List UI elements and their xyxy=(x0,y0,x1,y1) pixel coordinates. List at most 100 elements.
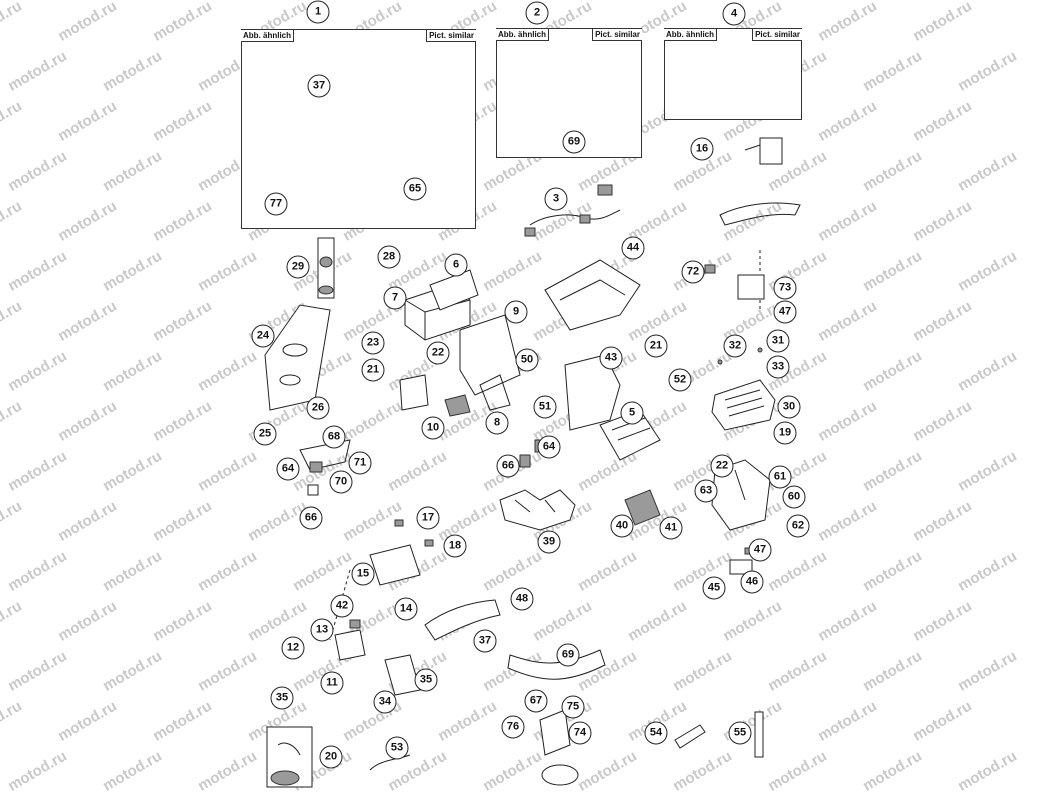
callout: 7 xyxy=(383,286,407,310)
panel-label-right: Pict. similar xyxy=(592,29,642,41)
callout: 10 xyxy=(421,416,445,440)
callout: 43 xyxy=(599,346,623,370)
callout: 69 xyxy=(562,130,586,154)
wheel-speed-bracket-drawing xyxy=(399,374,471,417)
callout: 12 xyxy=(281,636,305,660)
callout: 64 xyxy=(276,457,300,481)
callout: 45 xyxy=(702,576,726,600)
callout: 32 xyxy=(723,334,747,358)
regulator-drawing xyxy=(624,489,661,526)
callout: 66 xyxy=(496,454,520,478)
switch-drawing-15 xyxy=(369,519,434,586)
callout: 44 xyxy=(621,236,645,260)
callout: 52 xyxy=(668,368,692,392)
callout: 18 xyxy=(443,534,467,558)
callout: 64 xyxy=(537,435,561,459)
callout: 9 xyxy=(504,300,528,324)
callout: 51 xyxy=(533,395,557,419)
callout: 63 xyxy=(694,479,718,503)
callout: 28 xyxy=(377,245,401,269)
callout: 39 xyxy=(537,530,561,554)
callout: 74 xyxy=(568,721,592,745)
callout: 4 xyxy=(722,2,746,26)
panel-label-right: Pict. similar xyxy=(752,29,802,41)
callout: 14 xyxy=(394,597,418,621)
callout: 17 xyxy=(416,506,440,530)
callout: 34 xyxy=(373,690,397,714)
callout: 11 xyxy=(320,671,344,695)
callout: 35 xyxy=(414,668,438,692)
callout: 26 xyxy=(306,396,330,420)
callout: 40 xyxy=(610,514,634,538)
callout: 47 xyxy=(773,300,797,324)
callout: 19 xyxy=(773,421,797,445)
callout: 13 xyxy=(310,618,334,642)
callout: 15 xyxy=(351,562,375,586)
callout: 6 xyxy=(444,253,468,277)
lambda-sensor-drawing-54 xyxy=(674,724,706,749)
callout: 66 xyxy=(299,506,323,530)
panel-2: Abb. ähnlich Pict. similar xyxy=(496,28,642,158)
callout: 21 xyxy=(361,358,385,382)
callout: 22 xyxy=(710,454,734,478)
panel-label-left: Abb. ähnlich xyxy=(241,30,294,42)
strap-drawing-55 xyxy=(754,711,764,758)
panel-label-right: Pict. similar xyxy=(426,30,476,42)
callout: 71 xyxy=(348,451,372,475)
connector-drawing-3 xyxy=(524,184,621,237)
callout: 68 xyxy=(322,425,346,449)
battery-box-drawing xyxy=(564,354,661,461)
callout: 55 xyxy=(728,721,752,745)
panel-4: Abb. ähnlich Pict. similar xyxy=(664,28,802,120)
callout: 1 xyxy=(306,0,330,24)
module-drawing-16 xyxy=(744,137,783,165)
callout: 72 xyxy=(681,260,705,284)
callout: 30 xyxy=(777,395,801,419)
callout: 25 xyxy=(253,422,277,446)
callout: 21 xyxy=(644,334,668,358)
panel-label-left: Abb. ähnlich xyxy=(664,29,717,41)
cover-drawing-22 xyxy=(711,459,771,531)
callout: 42 xyxy=(330,594,354,618)
callout: 76 xyxy=(501,715,525,739)
speaker-drawing-20 xyxy=(266,726,313,788)
callout: 29 xyxy=(286,255,310,279)
connector-drawing-67 xyxy=(539,709,579,786)
panel-label-left: Abb. ähnlich xyxy=(496,29,549,41)
cable-guide-drawing-39 xyxy=(499,439,576,531)
ecu-unit-drawing xyxy=(711,347,776,431)
callout: 2 xyxy=(525,1,549,25)
cable-channel-drawing-69 xyxy=(507,649,606,680)
callout: 65 xyxy=(403,177,427,201)
ignition-lock-drawing xyxy=(264,237,335,411)
callout: 54 xyxy=(644,721,668,745)
callout: 24 xyxy=(251,324,275,348)
callout: 61 xyxy=(768,465,792,489)
callout: 69 xyxy=(556,643,580,667)
dashboard-trim-drawing-37 xyxy=(424,599,501,641)
callout: 50 xyxy=(515,348,539,372)
callout: 41 xyxy=(659,516,683,540)
callout: 3 xyxy=(544,187,568,211)
callout: 33 xyxy=(766,355,790,379)
callout: 37 xyxy=(307,74,331,98)
callout: 48 xyxy=(510,587,534,611)
callout: 35 xyxy=(270,686,294,710)
callout: 67 xyxy=(524,689,548,713)
callout: 37 xyxy=(473,629,497,653)
callout: 53 xyxy=(385,736,409,760)
callout: 16 xyxy=(690,137,714,161)
callout: 60 xyxy=(782,485,806,509)
callout: 70 xyxy=(329,470,353,494)
frame-part-drawing xyxy=(459,314,521,411)
callout: 31 xyxy=(766,329,790,353)
cable-drawing-53 xyxy=(369,754,411,771)
callout: 62 xyxy=(786,514,810,538)
callout: 8 xyxy=(485,411,509,435)
callout: 47 xyxy=(748,538,772,562)
callout: 73 xyxy=(773,276,797,300)
callout: 77 xyxy=(264,192,288,216)
callout: 75 xyxy=(561,695,585,719)
